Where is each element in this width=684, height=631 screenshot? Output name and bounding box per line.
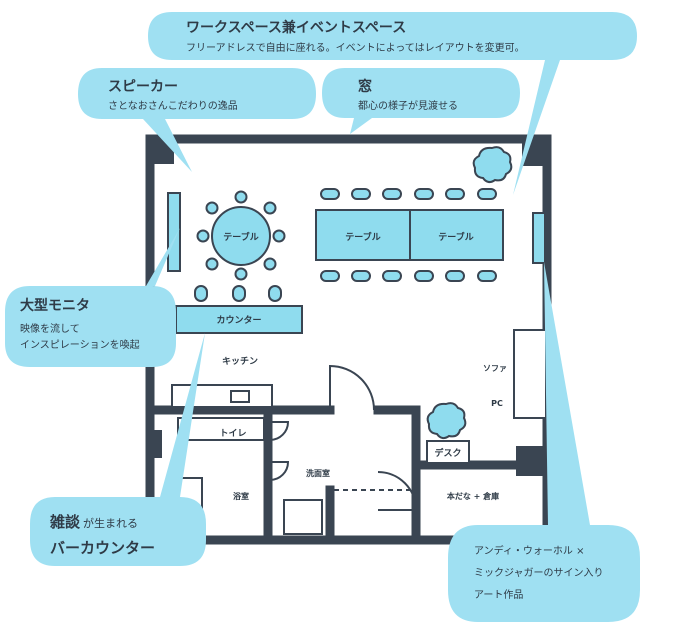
callout-bar-title-part1: 雑談 xyxy=(49,513,81,531)
callout-workspace-text: フリーアドレスで自由に座れる。イベントによってはレイアウトを変更可。 xyxy=(186,41,525,54)
callout-bar-title-line2: バーカウンター xyxy=(50,539,155,557)
callout-art: アンディ・ウォーホル × ミックジャガーのサイン入り アート作品 xyxy=(448,262,640,622)
bath-label: 浴室 xyxy=(233,491,249,501)
chair xyxy=(445,188,465,200)
desk xyxy=(426,440,470,464)
sink xyxy=(230,390,250,403)
chair xyxy=(414,188,434,200)
chair xyxy=(477,270,497,282)
chair xyxy=(445,270,465,282)
chair xyxy=(351,270,371,282)
chair xyxy=(205,201,219,215)
sofa xyxy=(513,329,547,419)
callout-workspace: ワークスペース兼イベントスペース フリーアドレスで自由に座れる。イベントによって… xyxy=(148,12,637,195)
desk-label: デスク xyxy=(434,447,461,459)
shelf-storage-label: 本だな + 倉庫 xyxy=(446,491,499,501)
chair xyxy=(414,270,434,282)
callout-speaker-title: スピーカー xyxy=(108,79,178,95)
chair xyxy=(382,188,402,200)
callout-monitor-title: 大型モニタ xyxy=(20,297,90,314)
chair xyxy=(320,188,340,200)
sofa-label: ソファ xyxy=(483,364,507,373)
kitchen-label: キッチン xyxy=(222,356,258,367)
monitor-right xyxy=(532,212,546,264)
round-table xyxy=(211,206,271,266)
chair xyxy=(272,229,286,243)
callout-window-title: 窓 xyxy=(358,78,372,95)
pc-label: PC xyxy=(491,399,503,408)
chair xyxy=(205,257,219,271)
callout-window: 窓 都心の様子が見渡せる xyxy=(322,68,520,134)
chair xyxy=(234,267,248,281)
washroom-label: 洗面室 xyxy=(306,468,330,478)
chair xyxy=(477,188,497,200)
toilet-label: トイレ xyxy=(219,428,246,439)
callout-bar-title-part2: が生まれる xyxy=(83,516,138,530)
callout-speaker-text: さとなおさんこだわりの逸品 xyxy=(108,100,238,112)
chair xyxy=(234,190,248,204)
chair xyxy=(263,257,277,271)
chair xyxy=(320,270,340,282)
round-table-label: テーブル xyxy=(223,231,258,243)
chair xyxy=(382,270,402,282)
callout-art-line-1: アンディ・ウォーホル × xyxy=(474,544,584,557)
plant-icon xyxy=(426,402,467,440)
stool xyxy=(232,285,246,302)
table-right xyxy=(409,209,504,261)
doors xyxy=(269,364,418,511)
chair xyxy=(196,229,210,243)
wall-pillar-left xyxy=(146,430,162,458)
callout-monitor: 大型モニタ 映像を流して インスピレーションを喚起 xyxy=(5,228,180,367)
callout-speaker: スピーカー さとなおさんこだわりの逸品 xyxy=(78,68,316,172)
callout-window-text: 都心の様子が見渡せる xyxy=(358,99,458,112)
stool xyxy=(268,285,282,302)
room-labels: テーブル テーブル テーブル カウンター キッチン ソファ PC デスク トイレ… xyxy=(216,231,507,501)
plant-icon xyxy=(472,146,513,184)
counter-label: カウンター xyxy=(216,314,261,326)
wall-pillar-right xyxy=(516,446,550,476)
table-left-label: テーブル xyxy=(345,231,380,243)
callout-bar: 雑談が生まれる バーカウンター xyxy=(30,333,206,566)
callout-art-line-2: ミックジャガーのサイン入り xyxy=(474,567,604,579)
stool xyxy=(194,285,208,302)
callout-workspace-title: ワークスペース兼イベントスペース xyxy=(186,19,406,36)
monitor-left xyxy=(167,192,181,272)
chair xyxy=(351,188,371,200)
toilet-fixture xyxy=(177,417,265,441)
callout-art-line-3: アート作品 xyxy=(474,589,523,601)
table-right-label: テーブル xyxy=(438,231,473,243)
callout-monitor-line-1: 映像を流して xyxy=(20,322,80,335)
table-chairs xyxy=(194,188,497,302)
bathroom-fixture xyxy=(283,499,323,535)
furniture xyxy=(167,190,547,535)
chair xyxy=(263,201,277,215)
callout-monitor-line-2: インスピレーションを喚起 xyxy=(20,339,140,351)
